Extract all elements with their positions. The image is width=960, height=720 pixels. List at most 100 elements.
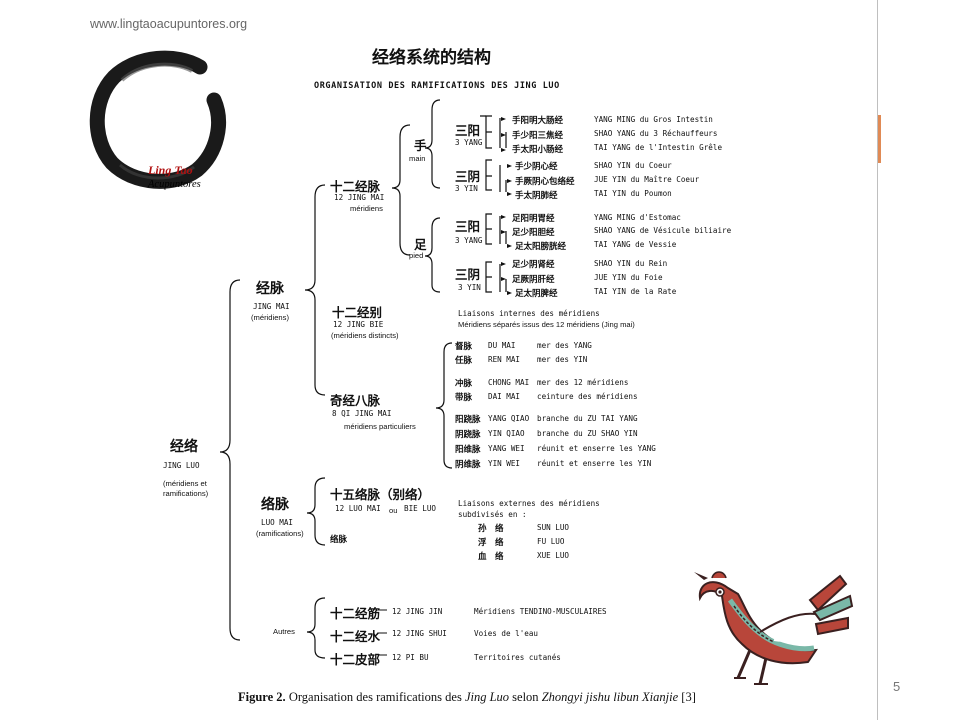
foot-yang-sub: 3 YANG: [455, 236, 483, 245]
fifteen-luo-pinyin-2: BIE LUO: [404, 504, 437, 513]
hand-yang-sub: 3 YANG: [455, 138, 483, 147]
diagram-title-fr: ORGANISATION DES RAMIFICATIONS DES JING …: [314, 81, 560, 91]
jingmai-cn: 经脉: [256, 281, 284, 297]
vessel-pinyin: REN MAI: [488, 355, 521, 364]
meridian-fr: SHAO YIN du Coeur: [594, 161, 672, 170]
luo-cn: 络脉: [330, 535, 348, 545]
luomai-note-2: subdivisés en :: [458, 510, 527, 519]
vessel-pinyin: DU MAI: [488, 341, 516, 350]
jingbie-note-1: Liaisons internes des méridiens: [458, 309, 600, 318]
vessel-cn: 阳维脉: [455, 445, 481, 455]
hand-yin-cn: 三阴: [455, 169, 481, 184]
subdivision-cn: 孙 络: [478, 524, 504, 534]
subdivision-pinyin: XUE LUO: [537, 551, 570, 560]
meridian-cn: 手少阳三焦经: [512, 131, 564, 141]
autres-cn: 十二经筋: [330, 606, 381, 621]
subdivision-pinyin: FU LUO: [537, 537, 565, 546]
caption-italic-1: Jing Luo: [464, 690, 510, 704]
vessel-pinyin: YIN QIAO: [488, 429, 525, 438]
root-pinyin: JING LUO: [163, 461, 200, 470]
meridian-cn: 手太阳小肠经: [512, 145, 564, 155]
page-border: [877, 0, 878, 720]
fifteen-luo-ou: ou: [389, 506, 398, 515]
root-desc-1: (méridiens et: [163, 479, 207, 488]
vessel-fr: branche du ZU SHAO YIN: [537, 429, 638, 438]
hand-fr: main: [409, 154, 426, 163]
vessel-pinyin: CHONG MAI: [488, 378, 530, 387]
autres-label: Autres: [273, 627, 295, 636]
foot-yang-cn: 三阳: [455, 219, 481, 234]
meridian-cn: 手少阴心经: [515, 162, 558, 172]
meridian-fr: JUE YIN du Maître Coeur: [594, 175, 700, 184]
autres-fr: Méridiens TENDINO-MUSCULAIRES: [474, 607, 607, 616]
meridian-cn: 足阳明胃经: [512, 214, 555, 224]
luomai-desc: (ramifications): [256, 529, 304, 538]
vessel-cn: 阴跷脉: [455, 430, 481, 440]
vessel-cn: 阳跷脉: [455, 415, 481, 425]
autres-cn: 十二皮部: [330, 652, 381, 667]
page-edge-mark: [878, 115, 881, 163]
jingmai-pinyin: JING MAI: [253, 302, 290, 311]
meridian-cn: 足太阳膀胱经: [515, 242, 567, 252]
autres-cn: 十二经水: [330, 629, 381, 644]
jingbie-desc: (méridiens distincts): [331, 331, 399, 340]
meridian-cn: 手太阴肺经: [515, 191, 558, 201]
meridian-cn: 足太阴脾经: [515, 289, 558, 299]
vessel-fr: branche du ZU TAI YANG: [537, 414, 638, 423]
enso-circle-icon: [89, 50, 227, 189]
caption-text-3: [3]: [678, 690, 696, 704]
logo-subtitle: Acupuntores: [148, 179, 201, 190]
vessel-cn: 带脉: [455, 393, 473, 403]
twelve-jingmai-pinyin: 12 JING MAI: [334, 193, 385, 202]
foot-cn: 足: [414, 237, 427, 252]
vessel-cn: 任脉: [455, 356, 473, 366]
autres-fr: Territoires cutanés: [474, 653, 561, 662]
vessel-pinyin: YANG WEI: [488, 444, 525, 453]
site-url: www.lingtaoacupuntores.org: [90, 17, 248, 31]
vessel-cn: 督脉: [455, 342, 473, 352]
meridian-fr: SHAO YANG du 3 Réchauffeurs: [594, 129, 718, 138]
vessel-fr: réunit et enserre les YIN: [537, 459, 652, 468]
vessel-fr: mer des YIN: [537, 355, 588, 364]
luomai-pinyin: LUO MAI: [261, 518, 294, 527]
vessel-pinyin: YIN WEI: [488, 459, 521, 468]
vessel-fr: mer des 12 méridiens: [537, 378, 629, 387]
twelve-jingmai-cn: 十二经脉: [330, 179, 381, 194]
diagram-title-cn: 经络系统的结构: [372, 48, 491, 68]
jingbie-note-2: Méridiens séparés issus des 12 méridiens…: [458, 320, 635, 329]
qijing-pinyin: 8 QI JING MAI: [332, 409, 392, 418]
vessel-fr: réunit et enserre les YANG: [537, 444, 656, 453]
vessel-cn: 阴维脉: [455, 460, 481, 470]
vessel-pinyin: DAI MAI: [488, 392, 521, 401]
meridian-fr: TAI YIN du Poumon: [594, 189, 672, 198]
ling-tao-logo: Ling Tao Acupuntores: [82, 45, 242, 205]
foot-fr: pied: [409, 251, 424, 260]
caption-lead: Figure 2.: [238, 690, 286, 704]
hand-cn: 手: [414, 138, 427, 153]
luomai-cn: 络脉: [261, 497, 289, 513]
fifteen-luo-cn: 十五络脉（别络）: [330, 487, 431, 502]
caption-italic-2: Zhongyi jishu libun Xianjie: [541, 690, 679, 704]
autres-pinyin: 12 JING SHUI: [392, 629, 447, 638]
qijing-desc: méridiens particuliers: [344, 422, 416, 431]
bird-illustration: [690, 570, 855, 690]
meridian-fr: YANG MING du Gros Intestin: [594, 115, 713, 124]
meridian-fr: SHAO YIN du Rein: [594, 259, 668, 268]
jingbie-cn: 十二经别: [332, 305, 383, 320]
root-cn: 经络: [170, 439, 198, 455]
meridian-fr: SHAO YANG de Vésicule biliaire: [594, 226, 732, 235]
figure-caption: Figure 2. Organisation des ramifications…: [238, 690, 696, 705]
meridian-fr: YANG MING d'Estomac: [594, 213, 681, 222]
logo-name: Ling Tao: [148, 163, 193, 177]
hand-yin-sub: 3 YIN: [455, 184, 478, 193]
vessel-pinyin: YANG QIAO: [488, 414, 530, 423]
qijing-cn: 奇经八脉: [330, 393, 381, 408]
hand-yang-cn: 三阳: [455, 123, 481, 138]
meridian-cn: 足少阳胆经: [512, 228, 555, 238]
autres-fr: Voies de l'eau: [474, 629, 539, 638]
phoenix-icon: [694, 571, 854, 685]
autres-pinyin: 12 PI BU: [392, 653, 429, 662]
vessel-fr: mer des YANG: [537, 341, 592, 350]
luomai-note-1: Liaisons externes des méridiens: [458, 499, 600, 508]
